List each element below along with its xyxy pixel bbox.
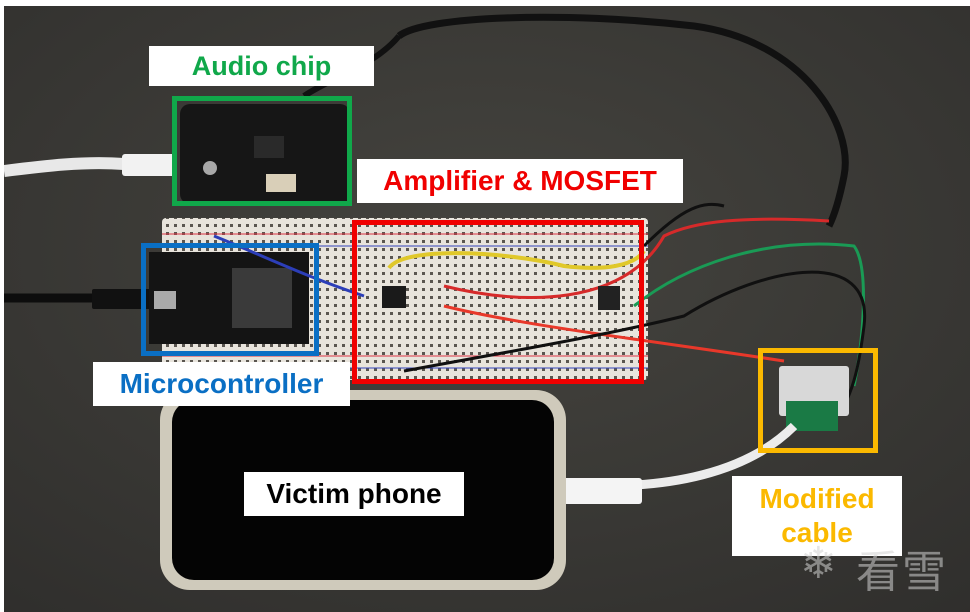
audio-chip-highlight-box xyxy=(172,96,352,206)
microcontroller-label: Microcontroller xyxy=(93,362,350,406)
lightning-connector xyxy=(562,478,642,504)
setup-photo: Audio chip Amplifier & MOSFET Microcontr… xyxy=(4,6,970,612)
yellow-wire xyxy=(387,249,646,270)
amplifier-ic xyxy=(382,286,406,308)
microcontroller-highlight-box xyxy=(141,243,319,356)
audio-chip-label: Audio chip xyxy=(149,46,374,86)
watermark-text: 看雪 xyxy=(856,547,948,598)
victim-phone-label: Victim phone xyxy=(244,472,464,516)
amplifier-mosfet-highlight-box xyxy=(352,220,644,384)
usb-connector xyxy=(122,154,177,176)
black-usb-connector xyxy=(92,289,152,309)
modified-cable-highlight-box xyxy=(758,348,878,453)
snowflake-icon: ❄ xyxy=(800,538,837,589)
modified-cable-label-line1: Modified xyxy=(759,483,875,514)
modified-cable-label-line2: cable xyxy=(781,517,853,548)
photo-scene xyxy=(4,6,970,612)
black-wire xyxy=(403,270,867,407)
black-audio-cable xyxy=(396,13,849,228)
modified-cable-label: Modified cable xyxy=(732,476,902,556)
white-usb-cable xyxy=(4,157,125,177)
mosfet xyxy=(598,286,620,310)
red-wire-2 xyxy=(443,304,785,363)
amplifier-mosfet-label: Amplifier & MOSFET xyxy=(357,159,683,203)
blue-wire xyxy=(213,234,365,298)
red-wire xyxy=(443,217,830,300)
green-wire xyxy=(633,242,865,387)
